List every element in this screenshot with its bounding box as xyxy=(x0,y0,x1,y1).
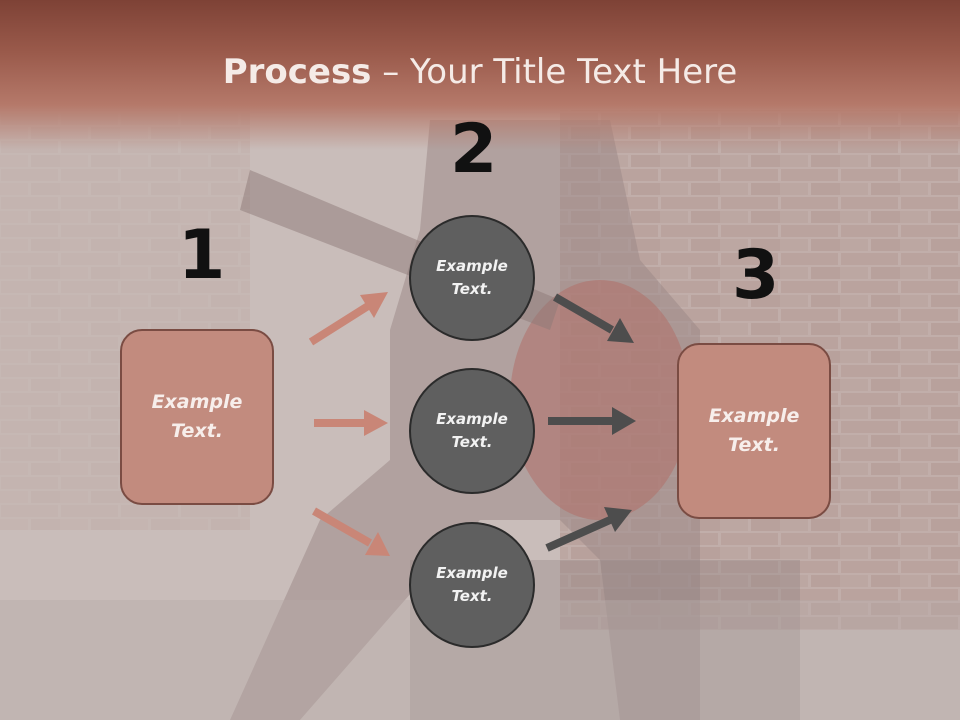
left-text-box[interactable]: Example Text. xyxy=(120,329,274,505)
title-band xyxy=(0,0,960,150)
step-number-1: 1 xyxy=(178,216,226,295)
right-box-text: Example Text. xyxy=(708,405,800,456)
bottom-circle[interactable]: Example Text. xyxy=(409,522,535,648)
step-number-3: 3 xyxy=(732,236,780,315)
right-text-box[interactable]: Example Text. xyxy=(677,343,831,519)
middle-circle[interactable]: Example Text. xyxy=(409,368,535,494)
top-circle[interactable]: Example Text. xyxy=(409,215,535,341)
bottom-circle-text: Example Text. xyxy=(436,564,508,605)
title-strong: Process xyxy=(222,52,372,92)
middle-circle-text: Example Text. xyxy=(436,410,508,451)
title-rest: – Your Title Text Here xyxy=(371,52,738,92)
step-number-2: 2 xyxy=(450,110,498,189)
page-title: Process – Your Title Text Here xyxy=(0,52,960,92)
left-box-text: Example Text. xyxy=(151,391,243,442)
top-circle-text: Example Text. xyxy=(436,257,508,298)
